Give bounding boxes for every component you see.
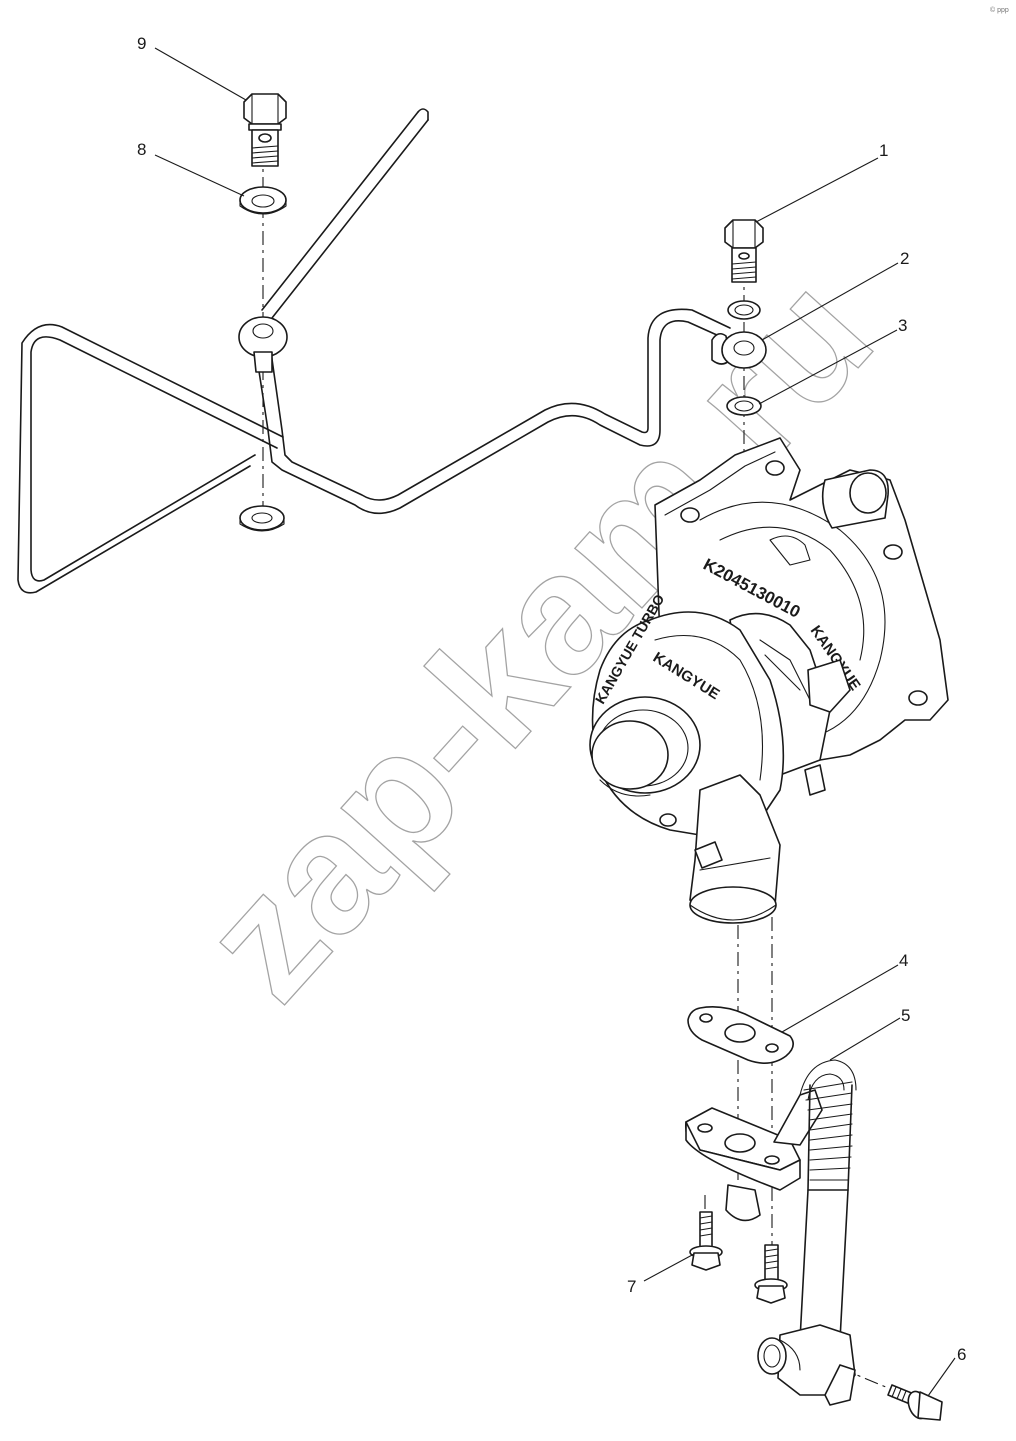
callout-1: 1 — [879, 141, 888, 160]
callout-7: 7 — [627, 1277, 636, 1296]
banjo-bolt-1 — [724, 219, 764, 283]
turbocharger: K2045130010 KANGYUE KANGYUE TURBO KANGYU… — [589, 437, 949, 924]
callout-8: 8 — [137, 140, 146, 159]
oil-feed-pipe — [17, 108, 731, 594]
callout-5: 5 — [901, 1006, 910, 1025]
banjo-fitting-right — [711, 331, 767, 369]
flange-bolt-7-left — [689, 1211, 723, 1271]
washer-upper-right — [727, 300, 761, 320]
callout-3: 3 — [898, 316, 907, 335]
callout-2: 2 — [900, 249, 909, 268]
flange-bolt-7-right — [754, 1244, 788, 1304]
callout-9: 9 — [137, 34, 146, 53]
banjo-bolt-9 — [243, 93, 287, 167]
flange-bolt-6 — [887, 1384, 943, 1421]
banjo-fitting-left — [238, 316, 288, 373]
gasket-4 — [687, 1006, 794, 1064]
oil-return-hose-5 — [684, 1059, 857, 1406]
callout-4: 4 — [899, 951, 908, 970]
washer-3 — [726, 396, 762, 416]
washer-left-lower — [239, 505, 285, 532]
washer-8 — [239, 186, 287, 215]
leader-lines — [154, 47, 956, 1397]
callout-labels: 1 2 3 4 5 6 7 8 9 — [137, 34, 966, 1364]
callout-6: 6 — [957, 1345, 966, 1364]
corner-mark: © ppp — [990, 6, 1009, 14]
